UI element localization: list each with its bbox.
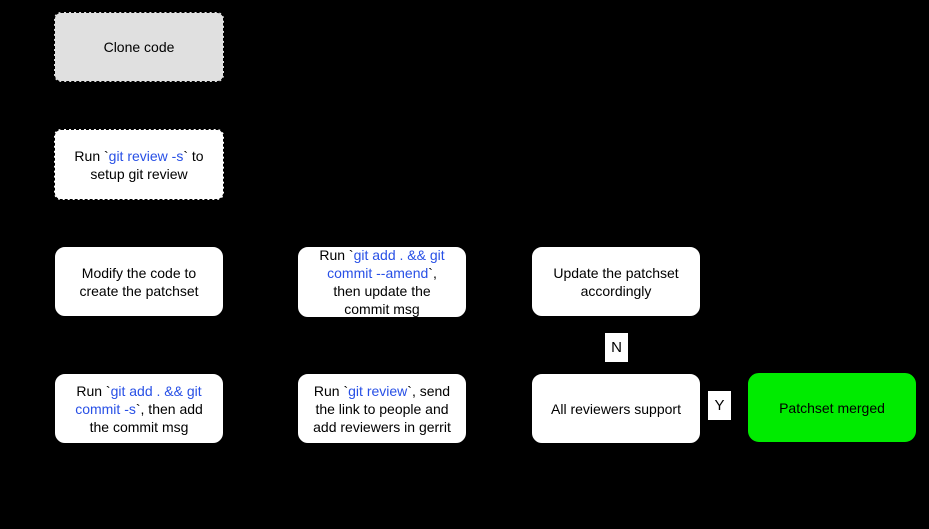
node-text-line: Clone code xyxy=(59,38,219,56)
plain-text: accordingly xyxy=(580,282,652,299)
node-text-line: Update the patchset xyxy=(536,264,696,282)
node-text-line: Run `git add . && git xyxy=(59,382,219,400)
node-text-line: Patchset merged xyxy=(752,399,912,417)
plain-text: `, xyxy=(428,265,437,281)
plain-text: ` to xyxy=(183,147,204,164)
node-text-line: All reviewers support xyxy=(536,400,696,418)
plain-text: Modify the code to xyxy=(81,264,197,281)
node-clone-code: Clone code xyxy=(54,12,224,82)
node-text-line: accordingly xyxy=(536,282,696,300)
plain-text: Run ` xyxy=(76,382,111,399)
plain-text: Run ` xyxy=(313,382,349,399)
node-text-line: the commit msg xyxy=(59,418,219,436)
node-text: All reviewers support xyxy=(532,398,700,420)
inline-code-text: git review -s xyxy=(108,147,184,164)
node-text: Patchset merged xyxy=(748,397,916,419)
node-text-line: commit -s`, then add xyxy=(59,400,219,418)
node-text-line: then update the xyxy=(302,282,462,300)
inline-code-text: git add . && git xyxy=(110,382,202,399)
node-text-line: Run `git review -s` to xyxy=(59,147,219,165)
node-patchset-merged: Patchset merged xyxy=(747,372,917,443)
plain-text: add reviewers in gerrit xyxy=(313,418,451,435)
inline-code-text: git add . && git xyxy=(353,247,445,263)
node-text-line: add reviewers in gerrit xyxy=(302,418,462,436)
plain-text: All reviewers support xyxy=(551,400,681,417)
plain-text: commit msg xyxy=(344,301,420,317)
inline-code-text: commit -s xyxy=(75,400,136,417)
inline-code-text: commit --amend xyxy=(327,265,429,281)
node-text: Clone code xyxy=(55,36,223,58)
node-text-line: Run `git review`, send xyxy=(302,382,462,400)
node-text-line: Run `git add . && git xyxy=(302,246,462,264)
plain-text: setup git review xyxy=(90,165,188,182)
node-text-line: commit --amend`, xyxy=(302,264,462,282)
plain-text: create the patchset xyxy=(79,282,199,299)
node-text-line: Modify the code to xyxy=(59,264,219,282)
plain-text: Patchset merged xyxy=(779,399,885,416)
edge-label-y: Y xyxy=(708,391,731,420)
node-text-line: create the patchset xyxy=(59,282,219,300)
edge-label-n: N xyxy=(605,333,628,362)
plain-text: `, then add xyxy=(135,400,203,417)
inline-code-text: git review xyxy=(348,382,408,399)
plain-text: the link to people and xyxy=(315,400,449,417)
plain-text: Update the patchset xyxy=(553,264,679,281)
plain-text: Run ` xyxy=(74,147,109,164)
plain-text: Run ` xyxy=(319,247,354,263)
node-text-line: the link to people and xyxy=(302,400,462,418)
plain-text: the commit msg xyxy=(89,418,189,435)
plain-text: `, send xyxy=(407,382,451,399)
node-text-line: setup git review xyxy=(59,165,219,183)
plain-text: Clone code xyxy=(103,39,175,55)
node-text-line: commit msg xyxy=(302,300,462,318)
plain-text: then update the xyxy=(333,283,431,299)
node-all-reviewers-support: All reviewers support xyxy=(531,373,701,444)
